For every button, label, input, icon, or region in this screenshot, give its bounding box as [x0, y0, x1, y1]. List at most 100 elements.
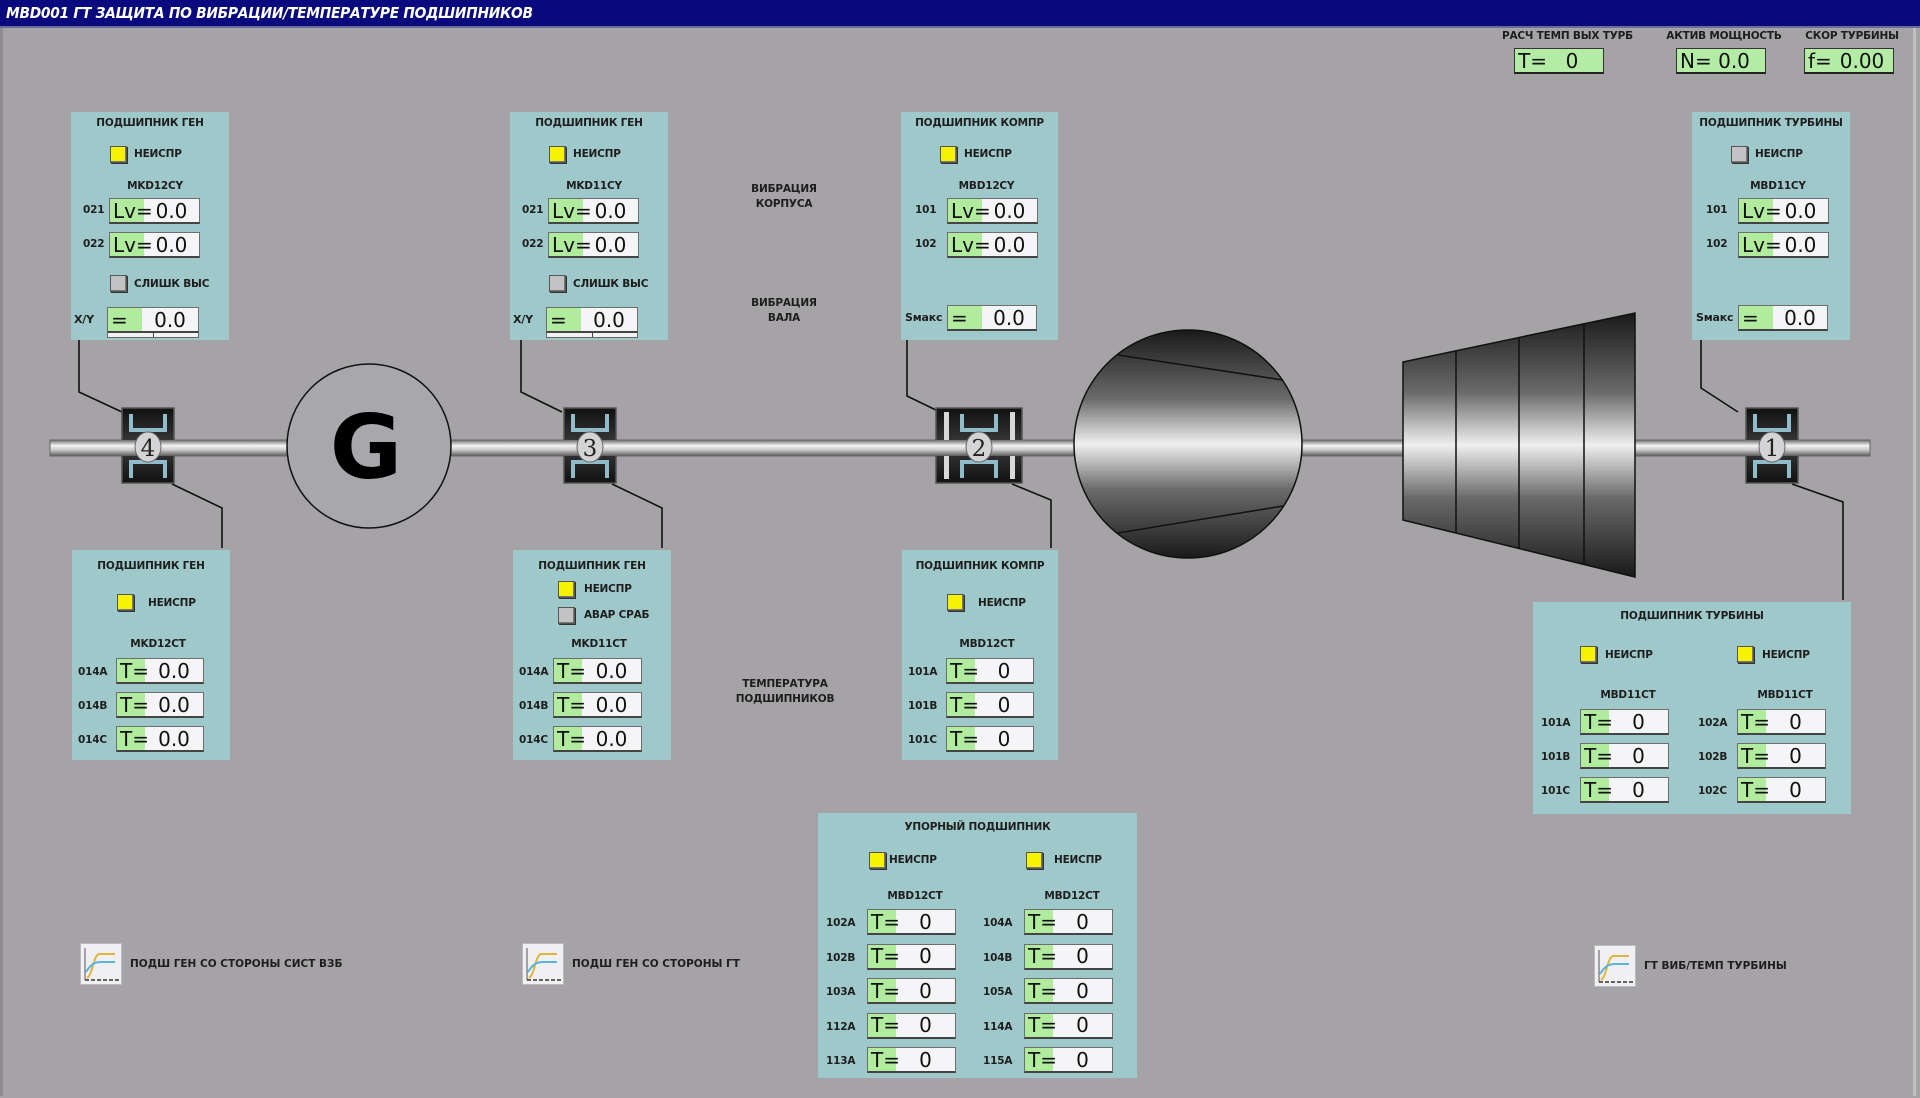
value-prefix: T=: [868, 910, 900, 934]
value-prefix: Lv=: [948, 199, 991, 223]
value-readout: 0: [1076, 1047, 1089, 1072]
temperature-value: T= 0.0: [116, 658, 204, 684]
extra-tag: Sмакс: [905, 311, 943, 324]
value-readout: 0: [919, 978, 932, 1003]
label-line: ВАЛА: [767, 312, 801, 324]
value-prefix: Lv=: [1739, 199, 1782, 223]
label-line: ТЕМПЕРАТУРА: [742, 678, 828, 690]
channel-tag: 101C: [908, 734, 937, 746]
temperature-value: T= 0: [946, 658, 1034, 684]
value-readout: 0: [919, 944, 932, 968]
fault-label: НЕИСПР: [1755, 148, 1803, 160]
value-prefix: =: [108, 308, 142, 332]
xy-bargraph: [546, 333, 638, 338]
label-bearing-temperature: ТЕМПЕРАТУРА ПОДШИПНИКОВ: [725, 677, 845, 707]
trend-chart-icon[interactable]: [1594, 945, 1636, 987]
value-readout: 0: [1076, 1013, 1089, 1037]
vibration-value: Lv=0.0: [109, 232, 200, 258]
bearing-number: 4: [141, 436, 156, 462]
temperature-value: T=0: [1737, 743, 1826, 769]
value-readout: 0: [1565, 48, 1579, 73]
trend-link-label[interactable]: ПОДШ ГЕН СО СТОРОНЫ ГТ: [572, 958, 740, 970]
value-prefix: T=: [868, 1013, 900, 1037]
channel-tag: 113A: [826, 1055, 856, 1067]
temperature-value: T=0.0: [116, 726, 204, 752]
value-readout: 0.0: [594, 232, 627, 257]
vibration-value: Lv=0.0: [1738, 232, 1829, 258]
value-readout: 0: [1632, 777, 1645, 802]
bearing-icon[interactable]: 2: [934, 407, 1024, 484]
value-prefix: T=: [1581, 710, 1613, 734]
temperature-value: T= 0: [1580, 709, 1669, 735]
bearing-icon[interactable]: 1: [1744, 407, 1800, 484]
channel-tag: 102C: [1698, 785, 1727, 797]
value-prefix: T=: [868, 1048, 900, 1072]
value-readout: 0.0: [158, 658, 190, 683]
temperature-value: T=0: [1024, 943, 1113, 970]
high-alarm-label: СЛИШК ВЫС: [134, 278, 210, 290]
channel-tag: 101A: [908, 666, 938, 678]
trend-chart-icon[interactable]: [522, 943, 564, 985]
bearing-icon[interactable]: 4: [120, 407, 176, 484]
fault-label: НЕИСПР: [134, 148, 182, 160]
value-readout: 0: [1076, 909, 1089, 934]
trend-link[interactable]: ГТ ВИБ/ТЕМП ТУРБИНЫ: [1594, 945, 1787, 987]
fault-indicator: [947, 594, 964, 611]
channel-tag: 102B: [826, 951, 856, 964]
value-prefix: Lv=: [1739, 233, 1782, 257]
compressor-icon: [1073, 329, 1303, 559]
value-readout: 0: [919, 1047, 932, 1072]
value-readout: 0.0: [595, 726, 628, 751]
channel-tag: 114A: [983, 1020, 1013, 1033]
temperature-value: T= 0: [867, 978, 956, 1004]
readout-field: f=0.00: [1804, 48, 1894, 74]
value-prefix: T=: [947, 659, 979, 683]
temperature-value: T= 0: [1024, 1012, 1113, 1039]
fault-indicator: [940, 146, 957, 163]
value-prefix: T=: [1738, 710, 1770, 734]
channel-tag: 014B: [519, 700, 549, 712]
value-prefix: T=: [554, 727, 586, 751]
label-line: ВИБРАЦИЯ: [751, 297, 817, 309]
value-readout: 0: [1632, 709, 1645, 734]
fault-indicator: [1737, 646, 1754, 663]
value-readout: 0: [997, 658, 1011, 683]
panel-title: ПОДШИПНИК ГЕН: [535, 117, 643, 129]
extra-tag: Sмакс: [1696, 311, 1734, 324]
bearing-number: 2: [972, 436, 987, 462]
value-prefix: T=: [868, 944, 900, 968]
fault-indicator: [869, 852, 886, 869]
panel-title: ПОДШИПНИК ТУРБИНЫ: [1620, 610, 1764, 622]
value-readout: 0.0: [155, 232, 188, 257]
value-prefix: T=: [947, 727, 979, 751]
trip-label: АВАР СРАБ: [584, 609, 650, 621]
trend-link[interactable]: ПОДШ ГЕН СО СТОРОНЫ ГТ: [522, 943, 740, 985]
value-prefix: T=: [117, 659, 149, 683]
label-line: КОРПУСА: [755, 198, 813, 210]
bearing-icon[interactable]: 3: [562, 407, 618, 484]
value-readout: 0.0: [155, 198, 188, 223]
temperature-value: T=0.0: [116, 692, 204, 718]
trend-link-label[interactable]: ГТ ВИБ/ТЕМП ТУРБИНЫ: [1644, 960, 1787, 972]
extra-tag: X/Y: [74, 313, 94, 326]
readout-label: АКТИВ МОЩНОСТЬ: [1666, 30, 1782, 42]
value-readout: 0.0: [593, 307, 625, 332]
trend-link-label[interactable]: ПОДШ ГЕН СО СТОРОНЫ СИСТ ВЗБ: [130, 958, 343, 970]
value-prefix: =: [948, 306, 982, 330]
value-readout: 0: [997, 692, 1011, 717]
temperature-value: T=0: [1024, 1047, 1113, 1073]
channel-tag: 115A: [983, 1055, 1013, 1067]
value-readout: 0: [997, 726, 1011, 751]
label-shaft-vibration: ВИБРАЦИЯ ВАЛА: [744, 296, 824, 326]
trend-link[interactable]: ПОДШ ГЕН СО СТОРОНЫ СИСТ ВЗБ: [80, 943, 343, 985]
fault-label: НЕИСПР: [964, 148, 1012, 160]
trend-chart-icon[interactable]: [80, 943, 122, 985]
value-prefix: T=: [868, 979, 900, 1003]
value-prefix: T=: [1025, 1013, 1057, 1037]
channel-tag: 101: [915, 204, 937, 216]
fault-indicator: [549, 146, 566, 163]
value-prefix: Lv=: [948, 233, 991, 257]
fault-indicator: [117, 594, 134, 611]
